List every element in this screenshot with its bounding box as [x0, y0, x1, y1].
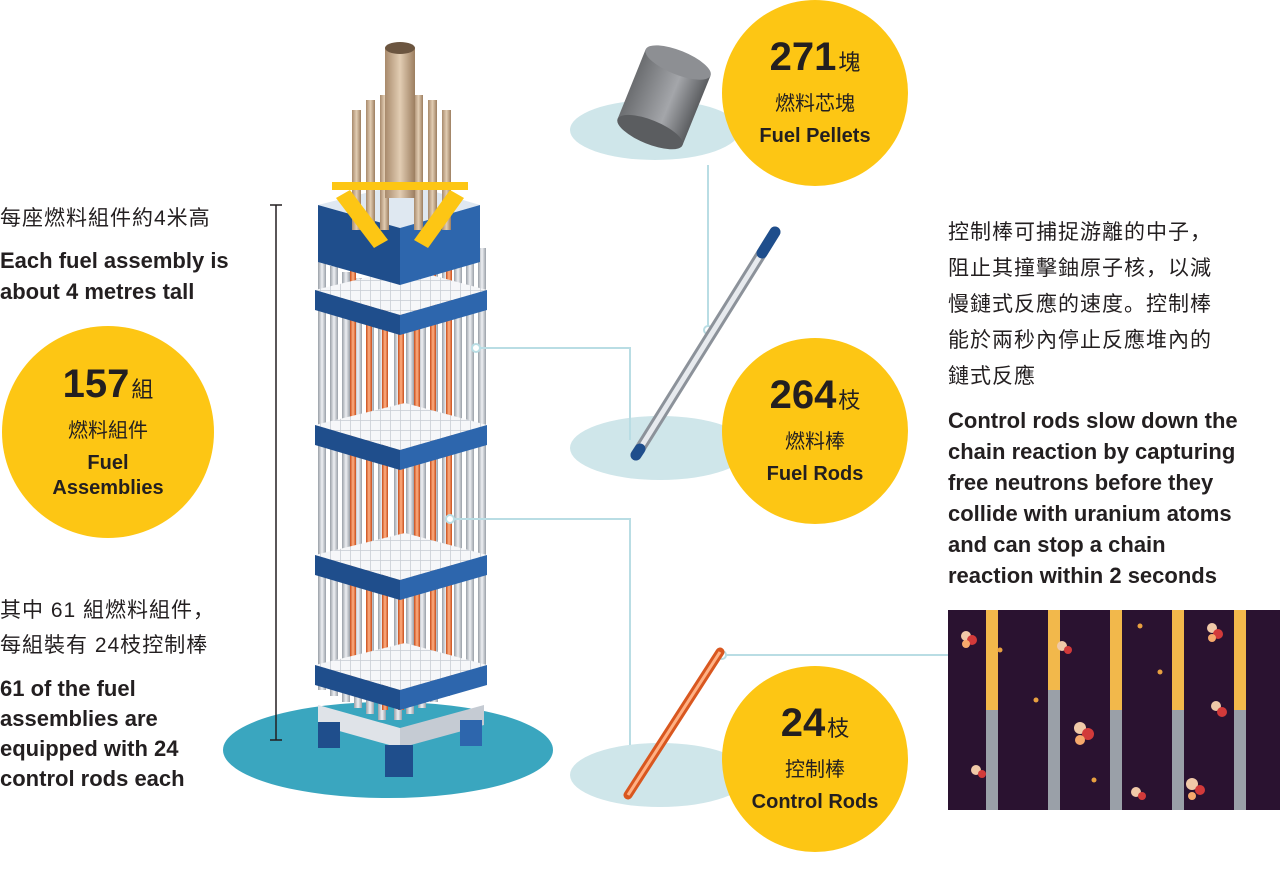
spacer-grid-1	[315, 268, 487, 335]
control-rod-desc-zh-line3: 慢鏈式反應的速度。控制棒	[948, 293, 1212, 316]
control-rod-desc-zh-line5: 鏈式反應	[948, 365, 1036, 388]
control-rod-desc-en-line3: free neutrons before they	[948, 470, 1214, 495]
control-rod-desc-en-line2: chain reaction by capturing	[948, 439, 1236, 464]
control-rod-desc-en-line4: collide with uranium atoms	[948, 501, 1232, 526]
control-assemblies-zh-line2: 每組裝有 24枝控制棒	[0, 634, 209, 657]
control-assemblies-en-line4: control rods each	[0, 766, 185, 791]
fuel-assemblies-count: 157組	[62, 361, 154, 406]
control-rod-disc	[570, 743, 750, 807]
control-assemblies-en-line3: equipped with 24	[0, 736, 179, 761]
assembly-height-en-line2: about 4 metres tall	[0, 279, 195, 304]
control-rod-illustration	[623, 647, 725, 800]
fuel-rod-illustration	[630, 226, 781, 461]
assembly-height-en-line1: Each fuel assembly is	[0, 248, 229, 273]
guide-tubes	[352, 42, 451, 230]
control-rod-desc-en-line6: reaction within 2 seconds	[948, 563, 1217, 588]
fuel-pellets-en: Fuel Pellets	[759, 125, 871, 147]
spacer-grid-4	[315, 643, 487, 710]
hold-down-springs	[332, 182, 468, 248]
control-rod-panel	[948, 610, 1280, 810]
control-rod-desc-zh-line2: 阻止其撞擊鈾原子核，以減	[948, 257, 1212, 280]
control-rod-desc-zh-line4: 能於兩秒內停止反應堆內的	[948, 329, 1212, 352]
fuel-rods-count: 264枝	[769, 373, 861, 417]
control-rods-zh: 控制棒	[785, 759, 845, 781]
spacer-grid-3	[315, 533, 487, 600]
fuel-pellets-zh: 燃料芯塊	[775, 93, 855, 115]
neutron-atoms	[961, 623, 1227, 800]
fuel-pellets-circle: 271塊 燃料芯塊 Fuel Pellets	[722, 0, 908, 186]
assembly-control-rods	[350, 262, 452, 710]
fuel-assembly-illustration	[315, 42, 487, 777]
rod-disc	[570, 416, 750, 480]
fuel-rods-zh: 燃料棒	[785, 431, 845, 453]
bottom-nozzle	[318, 705, 484, 777]
height-scale-line	[270, 204, 282, 741]
fuel-rods-en: Fuel Rods	[766, 463, 864, 485]
fuel-pellets-count: 271塊	[769, 35, 861, 79]
fuel-assemblies-zh: 燃料組件	[68, 419, 148, 442]
control-rods-circle: 24枝 控制棒 Control Rods	[722, 666, 908, 852]
control-assemblies-zh-line1: 其中 61 組燃料組件，	[0, 599, 216, 622]
control-rod-desc-en-line1: Control rods slow down the	[948, 408, 1238, 433]
assembly-height-zh: 每座燃料組件約4米高	[0, 207, 211, 230]
fuel-rods-circle: 264枝 燃料棒 Fuel Rods	[722, 338, 908, 524]
control-rod-desc-zh-line1: 控制棒可捕捉游離的中子，	[948, 221, 1212, 244]
control-rod-desc-en-line5: and can stop a chain	[948, 532, 1166, 557]
control-assemblies-en-line1: 61 of the fuel	[0, 676, 136, 701]
leader-lines	[450, 165, 948, 745]
fuel-pellet-illustration	[617, 45, 711, 150]
control-assemblies-en-line2: assemblies are	[0, 706, 158, 731]
control-rods-count: 24枝	[780, 701, 850, 745]
spacer-grid-2	[315, 403, 487, 470]
control-rods-en: Control Rods	[751, 791, 879, 813]
